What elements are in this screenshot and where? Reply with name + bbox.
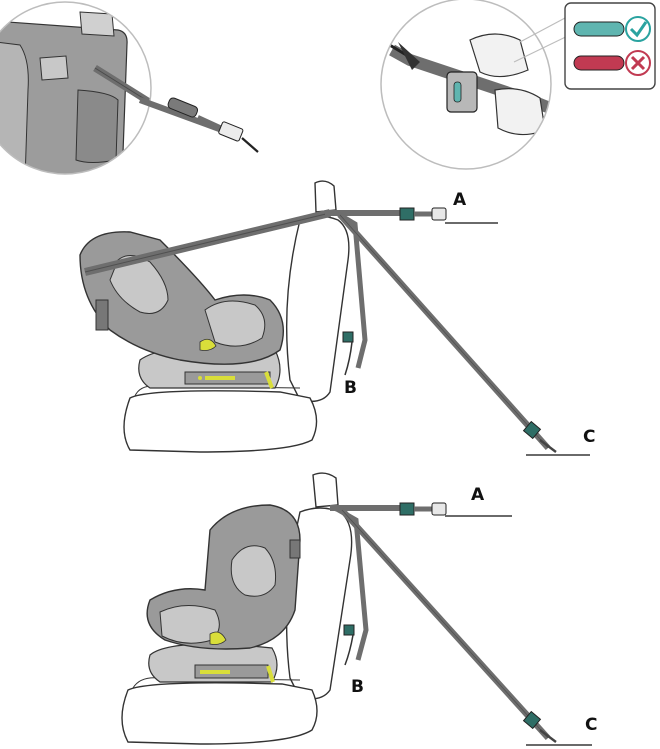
detail-circle-tension-indicator <box>380 0 655 170</box>
detail-circle-belt-routing <box>0 0 258 180</box>
scene-upright-install: A B C <box>122 473 597 745</box>
anchor-label-c: C <box>583 427 595 447</box>
anchor-label-a-bottom: A <box>471 485 485 505</box>
anchor-label-b: B <box>344 378 357 398</box>
child-seat-bottom <box>147 505 300 682</box>
cross-icon <box>626 51 650 75</box>
check-icon <box>626 17 650 41</box>
scene-rear-facing-install: A B C <box>80 181 595 455</box>
anchor-label-c-bottom: C <box>585 715 597 735</box>
belt-system-bottom <box>330 503 592 745</box>
buckle-icon <box>400 208 414 220</box>
anchor-label-a: A <box>453 190 467 210</box>
child-seat-top <box>80 232 283 388</box>
anchor-label-b-bottom: B <box>351 677 364 697</box>
